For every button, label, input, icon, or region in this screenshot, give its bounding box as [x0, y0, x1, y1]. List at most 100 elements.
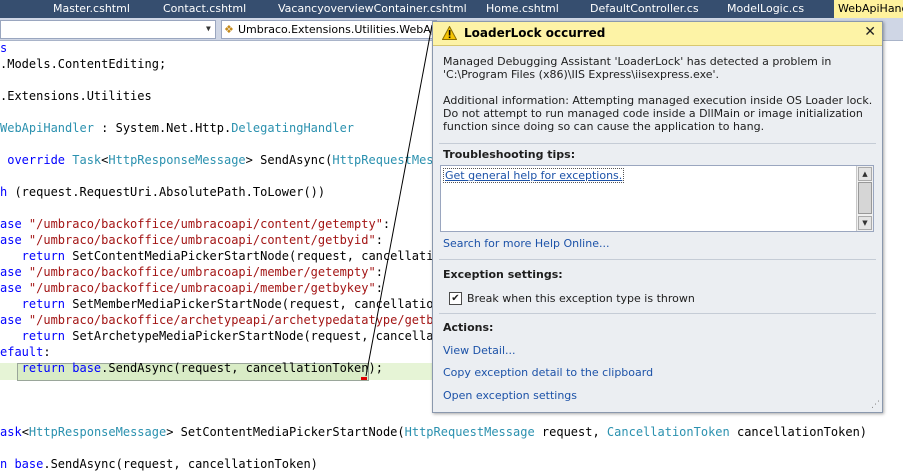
code-line: n base.SendAsync(request, cancellationTo… — [0, 456, 318, 472]
member-dropdown-value: Umbraco.Extensions.Utilities.WebApiHar — [238, 23, 436, 36]
tab-home-cshtml[interactable]: Home.cshtml — [486, 2, 559, 15]
code-token: .Extensions.Utilities — [0, 89, 152, 103]
code-token: : — [382, 217, 391, 231]
code-token: Task — [72, 153, 102, 167]
code-line: s — [0, 40, 7, 56]
code-editor[interactable]: s.Models.ContentEditing; .Extensions.Util… — [0, 40, 903, 473]
code-token: n — [0, 457, 15, 471]
code-token: : — [43, 345, 51, 359]
code-token: < — [21, 425, 29, 439]
exception-settings-heading: Exception settings: — [443, 268, 563, 281]
close-icon[interactable]: ✕ — [864, 24, 876, 40]
code-token: ase — [0, 313, 29, 327]
code-line: return SetArchetypeMediaPickerStartNode(… — [0, 328, 448, 344]
break-on-exception-label: Break when this exception type is thrown — [467, 292, 695, 305]
troubleshooting-tips-list[interactable]: Get general help for exceptions. ▲ ▼ — [440, 165, 874, 232]
divider — [439, 313, 876, 314]
code-token: "/umbraco/backoffice/umbracoapi/content/… — [28, 233, 376, 247]
code-token: > SendAsync( — [245, 153, 333, 167]
code-token: s — [0, 41, 8, 55]
code-token: > SetContentMediaPickerStartNode( — [166, 425, 405, 439]
tab-modellogic-cs[interactable]: ModelLogic.cs — [727, 2, 805, 15]
code-line: .Extensions.Utilities — [0, 88, 152, 104]
tip-link-general-help[interactable]: Get general help for exceptions. — [443, 168, 625, 183]
code-token: : System.Net.Http. — [93, 121, 232, 135]
divider — [439, 143, 876, 144]
chevron-down-icon[interactable]: ▼ — [206, 24, 211, 33]
code-token: return — [0, 297, 73, 311]
code-token: "/umbraco/backoffice/archetypeapi/archet… — [28, 313, 448, 327]
code-token: HttpRequestMessa — [332, 153, 448, 167]
scroll-down-icon[interactable]: ▼ — [858, 216, 872, 230]
break-on-exception-checkbox[interactable]: ✔ — [449, 292, 462, 305]
code-token: WebApiHandler — [0, 121, 94, 135]
troubleshooting-heading: Troubleshooting tips: — [443, 148, 576, 161]
member-dropdown[interactable]: ❖Umbraco.Extensions.Utilities.WebApiHar — [221, 20, 437, 39]
code-token: < — [101, 153, 109, 167]
code-line: return base.SendAsync(request, cancellat… — [0, 360, 383, 376]
code-token: ase — [0, 265, 29, 279]
code-token: return — [0, 361, 73, 375]
code-token: request, — [534, 425, 607, 439]
code-token: .Models.ContentEditing; — [0, 57, 167, 71]
code-token: CancellationToken — [606, 425, 730, 439]
open-exception-settings-link[interactable]: Open exception settings — [443, 389, 577, 402]
code-token: base — [14, 457, 44, 471]
type-dropdown[interactable] — [0, 20, 216, 39]
additional-information: Additional information: Attempting manag… — [443, 94, 873, 133]
tab-webapihandler-cs[interactable]: WebApiHandl — [834, 0, 903, 18]
code-token: ase — [0, 217, 29, 231]
code-token: base — [72, 361, 102, 375]
scroll-up-icon[interactable]: ▲ — [858, 167, 872, 181]
code-line: ase "/umbraco/backoffice/umbracoapi/cont… — [0, 216, 390, 232]
copy-exception-detail-link[interactable]: Copy exception detail to the clipboard — [443, 366, 654, 379]
error-squiggle — [361, 377, 367, 380]
dialog-title-bar: LoaderLock occurred ✕ — [433, 22, 882, 46]
code-token: "/umbraco/backoffice/umbracoapi/content/… — [28, 217, 383, 231]
code-line: ase "/umbraco/backoffice/umbracoapi/memb… — [0, 280, 383, 296]
code-token: override — [0, 153, 73, 167]
code-token: SetArchetypeMediaPickerStartNode(request… — [72, 329, 448, 343]
tab-master-cshtml[interactable]: Master.cshtml — [53, 2, 130, 15]
tab-defaultcontroller-cs[interactable]: DefaultController.cs — [590, 2, 699, 15]
code-token: (request.RequestUri.AbsolutePath.ToLower… — [7, 185, 326, 199]
code-token: : — [375, 233, 383, 247]
tab-vacancyoverviewcontainer-cshtml[interactable]: VacancyoverviewContainer.cshtml — [278, 2, 467, 15]
search-help-online-link[interactable]: Search for more Help Online... — [443, 237, 610, 250]
tips-scrollbar[interactable]: ▲ ▼ — [856, 166, 873, 231]
document-tab-bar: Master.cshtml Contact.cshtml Vacancyover… — [0, 0, 903, 18]
code-line: efault: — [0, 344, 51, 360]
code-token: : — [375, 265, 383, 279]
resize-grip-icon[interactable]: ⋰ — [871, 400, 880, 410]
code-token: "/umbraco/backoffice/umbracoapi/member/g… — [28, 281, 376, 295]
code-line: .Models.ContentEditing; — [0, 56, 166, 72]
code-line: return SetMemberMediaPickerStartNode(req… — [0, 296, 455, 312]
code-line: h (request.RequestUri.AbsolutePath.ToLow… — [0, 184, 325, 200]
code-token: SetContentMediaPickerStartNode(request, … — [72, 249, 448, 263]
code-token: efault — [0, 345, 44, 359]
tab-contact-cshtml[interactable]: Contact.cshtml — [163, 2, 247, 15]
code-token: .SendAsync(request, cancellationToken); — [101, 361, 383, 375]
code-token: HttpRequestMessage — [404, 425, 535, 439]
code-token: HttpResponseMessage — [28, 425, 167, 439]
code-token: ase — [0, 281, 29, 295]
code-line: override Task<HttpResponseMessage> SendA… — [0, 152, 448, 168]
code-line: return SetContentMediaPickerStartNode(re… — [0, 248, 448, 264]
actions-heading: Actions: — [443, 321, 494, 334]
code-token: "/umbraco/backoffice/umbracoapi/member/g… — [28, 265, 376, 279]
code-token: HttpResponseMessage — [108, 153, 246, 167]
code-token: .SendAsync(request, cancellationToken) — [43, 457, 318, 471]
divider — [439, 259, 876, 260]
view-detail-link[interactable]: View Detail... — [443, 344, 516, 357]
code-token: cancellationToken) — [729, 425, 868, 439]
exception-assistant-dialog: LoaderLock occurred ✕ Managed Debugging … — [432, 21, 883, 413]
code-line: ase "/umbraco/backoffice/umbracoapi/memb… — [0, 264, 383, 280]
code-token: ask — [0, 425, 22, 439]
code-token: h — [0, 185, 8, 199]
code-token: : — [375, 281, 383, 295]
problem-message: Managed Debugging Assistant 'LoaderLock'… — [443, 55, 832, 81]
code-line: WebApiHandler : System.Net.Http.Delegati… — [0, 120, 354, 136]
code-token: DelegatingHandler — [231, 121, 355, 135]
scroll-thumb[interactable] — [858, 182, 872, 214]
